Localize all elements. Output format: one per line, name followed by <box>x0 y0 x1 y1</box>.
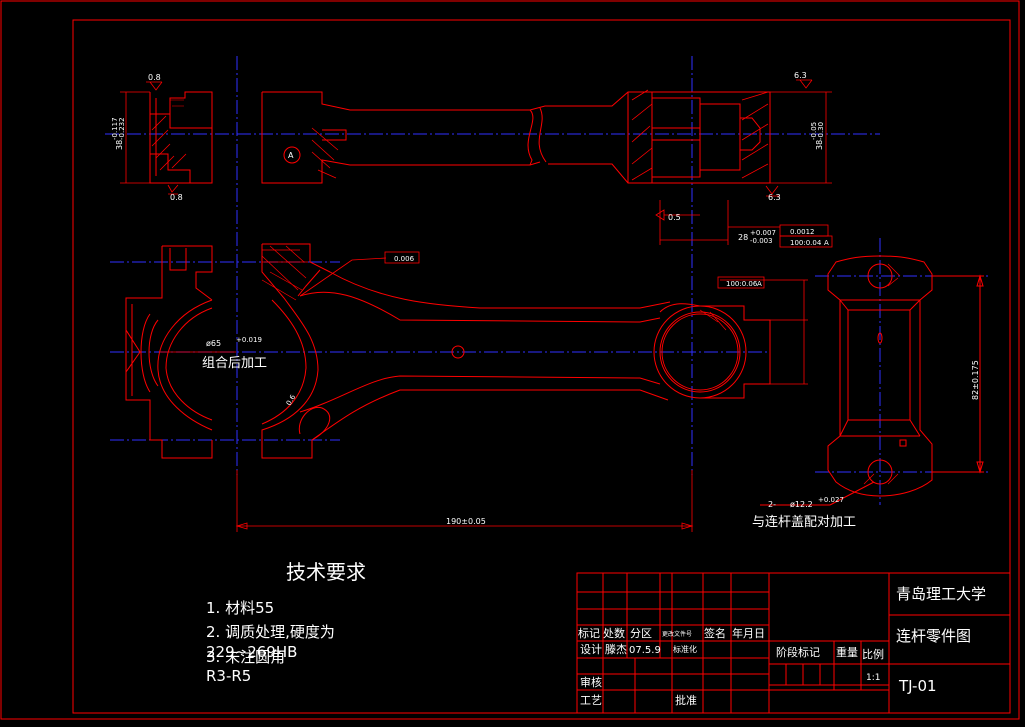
dim-right-tol-lower: -0.30 <box>817 122 825 140</box>
top-view <box>149 89 771 184</box>
std-label: 标准化 <box>673 644 697 654</box>
scale-label: 比例 <box>862 647 884 661</box>
dim-6.3-bottom: 6.3 <box>768 193 781 202</box>
scale-value: 1:1 <box>866 673 880 683</box>
side-view <box>760 255 984 506</box>
datum-a-circle-label: A <box>288 151 294 160</box>
pin-note: 与连杆盖配对加工 <box>752 514 856 530</box>
dim-left-tol-lower: -0.232 <box>118 117 126 140</box>
front-view-dims <box>160 251 808 532</box>
title-drawing-no: TJ-01 <box>898 677 937 695</box>
header-doc-no: 更改文件号 <box>662 630 692 638</box>
dimension-texts: 0.8 0.8 6.3 6.3 0.5 38 -0.117 -0.232 38 … <box>111 71 980 530</box>
header-count: 处数 <box>603 627 625 640</box>
dim-right-38: 38 <box>815 140 824 150</box>
title-block-text: 青岛理工大学 连杆零件图 TJ-01 标记 处数 分区 更改文件号 签名 年月日… <box>578 585 986 707</box>
header-sign: 签名 <box>704 626 726 640</box>
process-label: 工艺 <box>580 694 602 707</box>
dim-0.8-bottom: 0.8 <box>170 193 183 202</box>
tol-0.0012: 0.0012 <box>790 228 815 236</box>
design-label: 设计 <box>580 643 602 656</box>
tech-line-1: 1. 材料55 <box>206 599 274 617</box>
tech-line-5: R3-R5 <box>206 667 251 685</box>
centerlines <box>105 56 990 505</box>
approve-label: 批准 <box>675 693 697 707</box>
dim-28-tol-lower: -0.003 <box>750 237 773 245</box>
bore-note: 组合后加工 <box>202 356 267 371</box>
design-date: 07.5.9 <box>629 645 661 656</box>
bore-tol: +0.019 <box>236 336 262 344</box>
tol-100-0.06: 100:0.06 <box>726 280 758 288</box>
dim-0.6: 0.6 <box>285 393 298 407</box>
stage-label: 阶段标记 <box>776 645 820 659</box>
dim-left-tol-upper: -0.117 <box>111 117 119 140</box>
dim-right-tol-upper: -0.05 <box>810 122 818 140</box>
tech-line-4: 3. 未注圆角 <box>206 648 285 666</box>
bore-dim: ø65 <box>206 339 221 348</box>
front-view <box>125 243 771 459</box>
review-label: 审核 <box>580 675 602 689</box>
dim-0.5: 0.5 <box>668 213 681 222</box>
tech-line-3: 229~269HB <box>206 643 297 661</box>
tech-heading: 技术要求 <box>286 560 366 584</box>
dim-0.8-top: 0.8 <box>148 73 161 82</box>
tol-0.006: 0.006 <box>394 255 415 263</box>
header-date: 年月日 <box>732 626 765 640</box>
tol-100-0.04: 100:0.04 <box>790 239 822 247</box>
dim-82: 82±0.175 <box>971 360 980 400</box>
designer-name: 滕杰 <box>605 642 627 656</box>
dim-left-38: 38 <box>115 140 124 150</box>
header-mark: 标记 <box>578 626 600 640</box>
drawing-frame <box>72 19 1011 714</box>
dim-28: 28 <box>738 233 748 242</box>
tol-datum-a-1: A <box>824 239 829 247</box>
title-block-lines <box>576 572 1011 714</box>
tech-line-2: 2. 调质处理,硬度为 <box>206 623 335 641</box>
title-university: 青岛理工大学 <box>896 585 986 603</box>
dim-28-tol-upper: +0.007 <box>750 229 776 237</box>
header-zone: 分区 <box>630 627 652 640</box>
pin-tol: +0.027 <box>818 496 844 504</box>
dim-6.3-top: 6.3 <box>794 71 807 80</box>
pin-prefix: 2- <box>768 500 776 509</box>
dim-190: 190±0.05 <box>446 517 486 526</box>
title-part-name: 连杆零件图 <box>896 627 971 645</box>
tech-requirements: 技术要求 1. 材料55 2. 调质处理,硬度为 229~269HB 3. 未注… <box>206 560 366 685</box>
weight-label: 重量 <box>836 645 858 659</box>
top-view-dims <box>120 79 833 248</box>
pin-dim: ø12.2 <box>790 500 813 509</box>
tol-datum-a-2: A <box>757 280 762 288</box>
